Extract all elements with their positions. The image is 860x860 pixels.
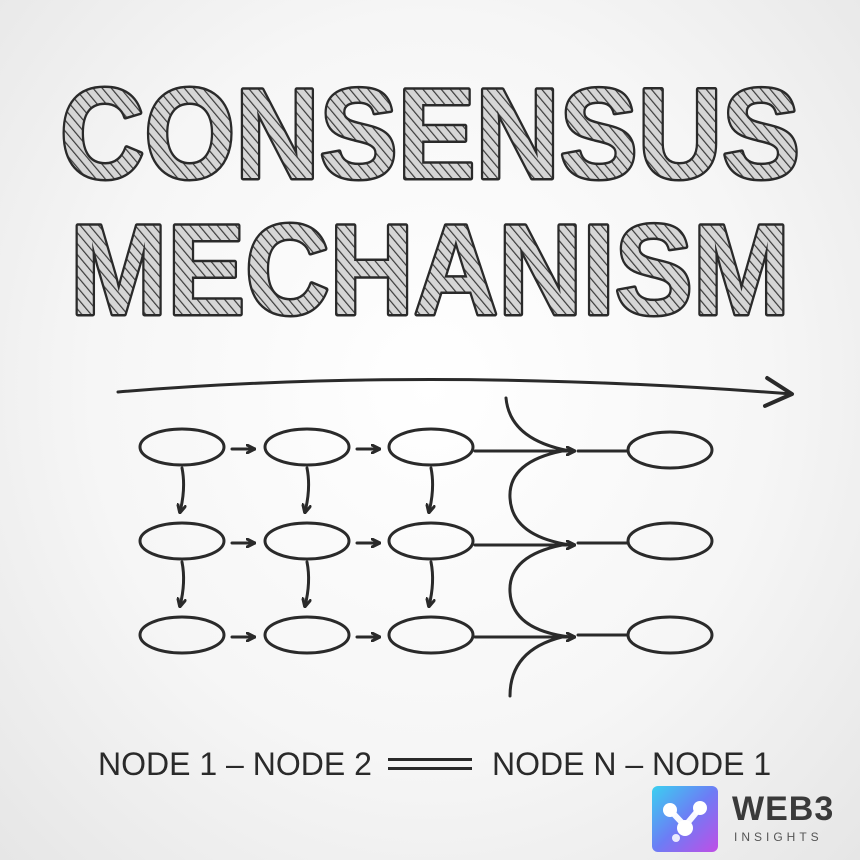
- edge-c2-r2-r3: [305, 560, 309, 606]
- node-r2-c1: [138, 521, 226, 561]
- output-node-3: [626, 615, 714, 655]
- node-r1-c3: [387, 427, 475, 467]
- title-graphic: CONSENSUS MECHANISM: [58, 61, 803, 341]
- title-line-2: MECHANISM: [70, 199, 790, 340]
- node-r3-c3: [387, 615, 475, 655]
- node-r1-c1: [138, 427, 226, 467]
- edge-c3-r1-r2: [429, 466, 433, 512]
- output-node-2: [626, 521, 714, 561]
- edge-c2-r1-r2: [305, 466, 309, 512]
- title-line-1: CONSENSUS: [60, 63, 800, 206]
- consensus-diagram: [116, 376, 794, 698]
- network-nodes-icon: [652, 786, 718, 852]
- node-r2-c2: [263, 521, 351, 561]
- edge-c1-r2-r3: [180, 560, 184, 606]
- node-r3-c2: [263, 615, 351, 655]
- node-r1-c2: [263, 427, 351, 467]
- merge-curve-bottom: [508, 635, 564, 698]
- brand-name: WEB3: [732, 790, 835, 828]
- edge-c3-r2-r3: [429, 560, 433, 606]
- caption-right: NODE N – NODE 1: [492, 746, 772, 782]
- output-node-1: [626, 430, 714, 470]
- brand-tagline: INSIGHTS: [734, 830, 823, 844]
- equivalence-symbol: [388, 758, 472, 770]
- node-r2-c3: [387, 521, 475, 561]
- timeline-arrow: [116, 376, 794, 408]
- merge-curve-mid-b: [508, 543, 572, 639]
- brand-badge: WEB3 INSIGHTS: [652, 786, 852, 852]
- edge-c1-r1-r2: [180, 466, 184, 512]
- node-r3-c1: [138, 615, 226, 655]
- caption-left: NODE 1 – NODE 2: [98, 746, 372, 782]
- merge-curve-top: [504, 396, 572, 453]
- merge-curve-mid-a: [508, 449, 572, 547]
